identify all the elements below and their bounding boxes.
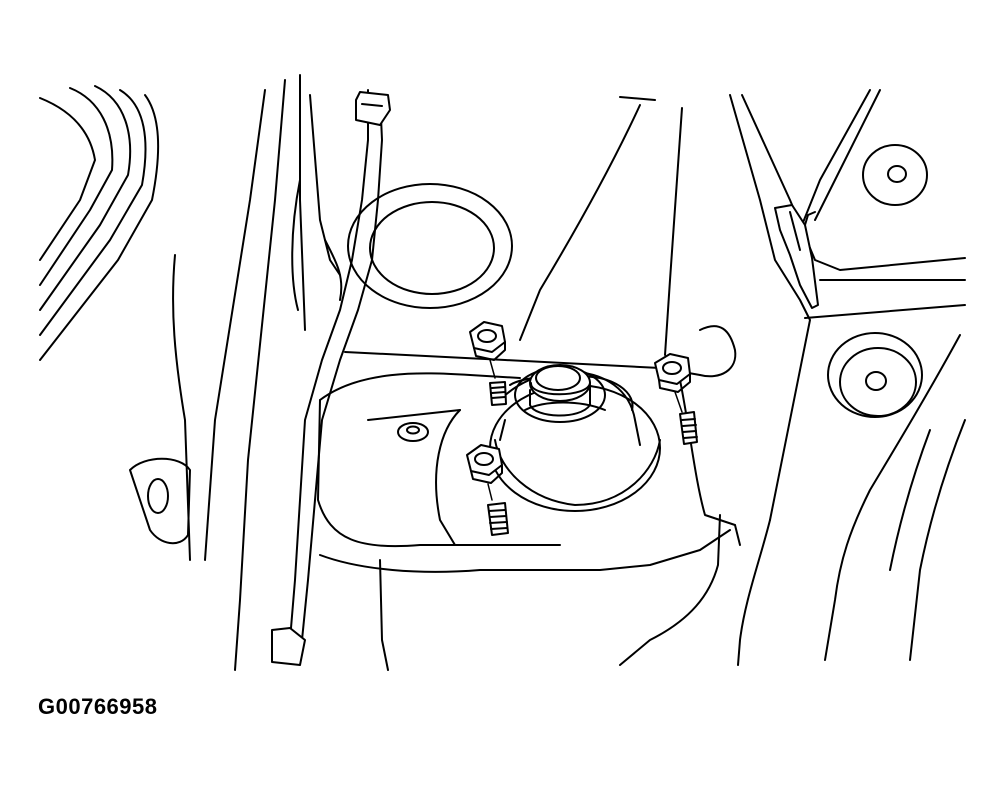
left-bracket: [129, 457, 191, 545]
grommets-right: [827, 144, 928, 418]
retaining-clip: [774, 204, 819, 309]
strut-tower-top: [317, 351, 741, 671]
grommet-upper: [862, 144, 928, 206]
wire-harness: [271, 89, 391, 666]
left-frame-lines: [39, 85, 191, 561]
hex-nuts: [466, 321, 691, 501]
grommet-lower: [827, 332, 923, 418]
figure-reference-code: G00766958: [38, 694, 158, 719]
strut-mount: [489, 364, 661, 512]
access-hole-upper: [347, 183, 513, 309]
upper-right-body: [519, 89, 966, 521]
small-washer: [397, 422, 429, 442]
lower-right-body: [737, 334, 966, 666]
mount-studs: [487, 381, 698, 536]
nut-right: [654, 353, 691, 393]
nut-top: [469, 321, 506, 361]
nut-front: [466, 444, 503, 484]
pillar-panel: [204, 74, 343, 671]
